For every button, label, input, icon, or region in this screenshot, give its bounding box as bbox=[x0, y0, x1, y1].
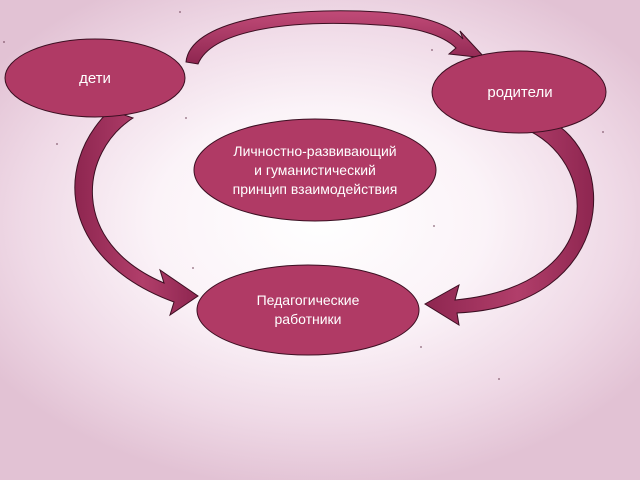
arrow-children-to-parents bbox=[185, 10, 487, 65]
background-dots bbox=[3, 11, 604, 380]
node-teachers-label: Педагогические работники bbox=[256, 292, 360, 327]
node-children bbox=[4, 38, 186, 118]
node-parents-label: родители bbox=[487, 83, 553, 101]
arrow-children-to-teachers bbox=[74, 109, 199, 317]
arrow-parents-to-teachers bbox=[424, 117, 595, 327]
node-principle bbox=[193, 118, 437, 222]
node-teachers bbox=[196, 264, 420, 356]
node-principle-label: Личностно-развивающий и гуманистический … bbox=[232, 142, 398, 197]
node-children-label: дети bbox=[79, 69, 111, 87]
node-parents bbox=[431, 50, 607, 134]
